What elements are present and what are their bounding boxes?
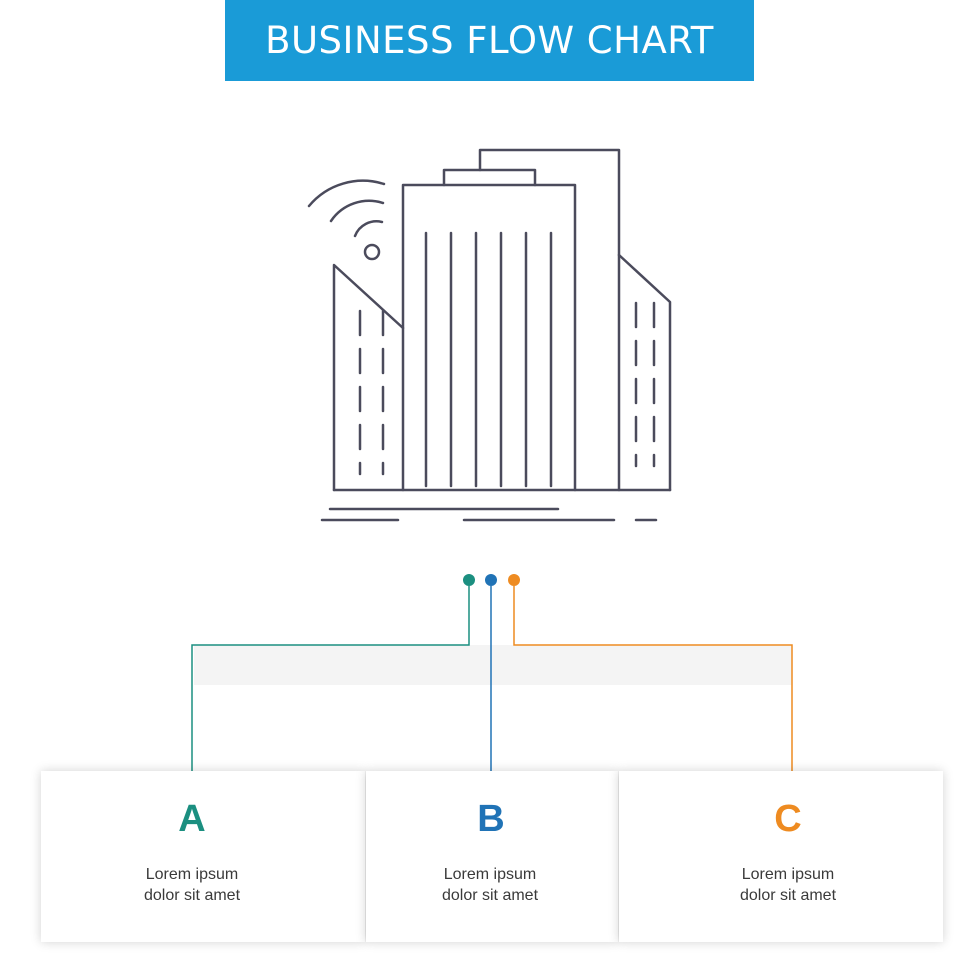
- connector-dot-a: [463, 574, 475, 586]
- step-letter-a: A: [178, 798, 206, 840]
- step-text-b: Lorem ipsum dolor sit amet: [340, 864, 640, 906]
- smart-city-buildings-wifi-icon: [307, 148, 672, 522]
- step-text-c: Lorem ipsum dolor sit amet: [638, 864, 938, 906]
- step-card-a: [41, 771, 365, 942]
- connector-dot-b: [485, 574, 497, 586]
- connector-line-c: [513, 586, 793, 781]
- step-text-a: Lorem ipsum dolor sit amet: [42, 864, 342, 906]
- step-text-c-line2: dolor sit amet: [739, 887, 837, 904]
- step-text-c-line1: Lorem ipsum: [741, 866, 835, 883]
- step-card-c: [619, 771, 943, 942]
- connector-line-a: [191, 586, 470, 781]
- step-letter-b: B: [477, 798, 505, 840]
- connector-shadow: [194, 645, 792, 685]
- step-card-b: [366, 771, 618, 942]
- step-text-a-line1: Lorem ipsum: [145, 866, 239, 883]
- connector-dot-c: [508, 574, 520, 586]
- step-letter-c: C: [774, 798, 802, 840]
- step-text-b-line2: dolor sit amet: [441, 887, 539, 904]
- page-title: BUSINESS FLOW CHART: [265, 19, 714, 62]
- step-text-a-line2: dolor sit amet: [143, 887, 241, 904]
- title-banner: BUSINESS FLOW CHART: [225, 0, 754, 81]
- step-text-b-line1: Lorem ipsum: [443, 866, 537, 883]
